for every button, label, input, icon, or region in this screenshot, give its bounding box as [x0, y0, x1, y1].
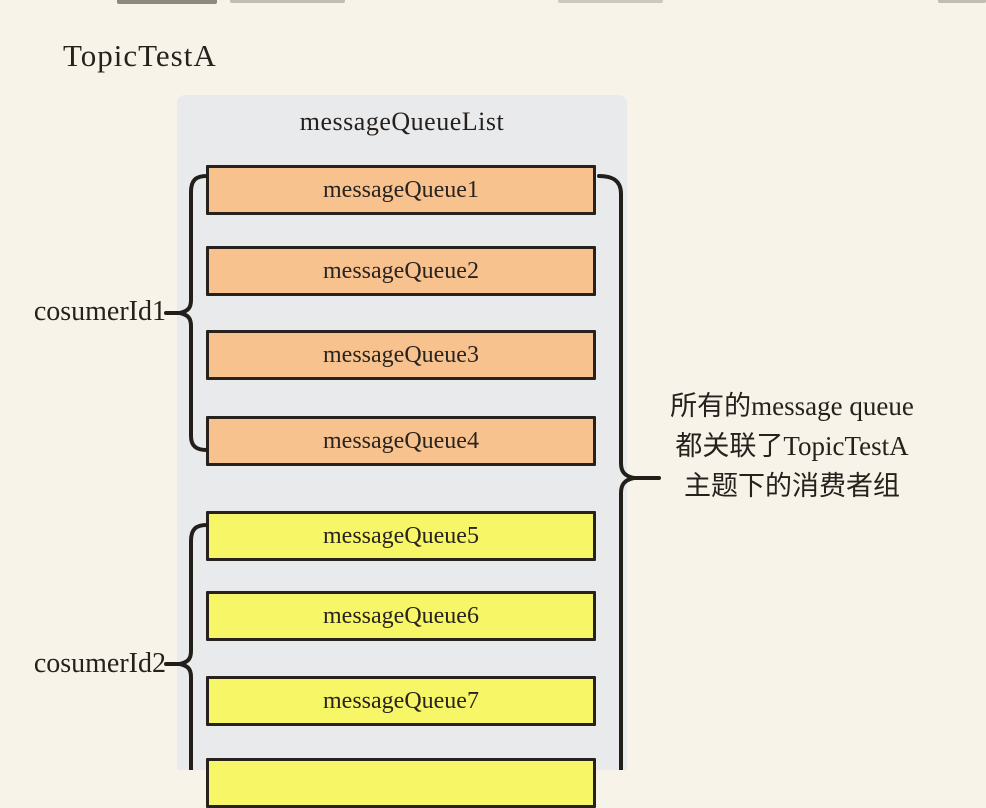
queue-box-8	[206, 758, 596, 808]
queue-label: messageQueue2	[323, 257, 479, 284]
queue-box-6: messageQueue6	[206, 591, 596, 641]
top-edge-smudge	[230, 0, 345, 3]
annotation-text: 所有的message queue 都关联了TopicTestA 主题下的消费者组	[642, 386, 942, 506]
top-edge-smudge	[558, 0, 663, 3]
topic-title: TopicTestA	[63, 38, 217, 73]
queue-box-7: messageQueue7	[206, 676, 596, 726]
top-edge-smudge	[117, 0, 217, 4]
queue-box-1: messageQueue1	[206, 165, 596, 215]
queue-label: messageQueue1	[323, 176, 479, 203]
annotation-line-3: 主题下的消费者组	[684, 471, 900, 501]
annotation-line-2: 都关联了TopicTestA	[675, 431, 909, 461]
queue-box-2: messageQueue2	[206, 246, 596, 296]
top-edge-smudge	[938, 0, 986, 3]
queue-box-4: messageQueue4	[206, 416, 596, 466]
queue-label: messageQueue7	[323, 687, 479, 714]
queue-box-5: messageQueue5	[206, 511, 596, 561]
queue-label: messageQueue5	[323, 522, 479, 549]
queue-box-3: messageQueue3	[206, 330, 596, 380]
consumer-id-2-label: cosumerId2	[33, 648, 166, 679]
annotation-line-1: 所有的message queue	[670, 391, 914, 421]
queue-label: messageQueue4	[323, 427, 479, 454]
panel-title: messageQueueList	[299, 107, 505, 136]
queue-label: messageQueue6	[323, 602, 479, 629]
queue-label: messageQueue3	[323, 341, 479, 368]
consumer-id-1-label: cosumerId1	[33, 296, 166, 327]
